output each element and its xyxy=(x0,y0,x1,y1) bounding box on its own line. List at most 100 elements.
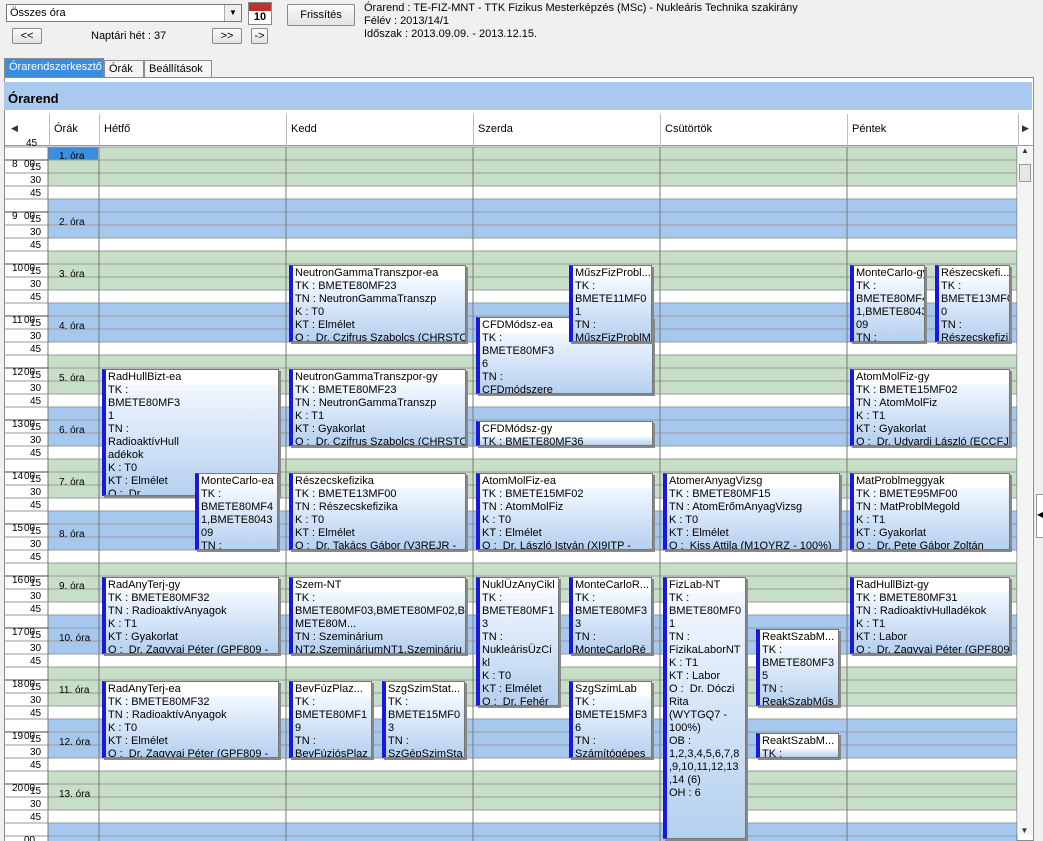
tab-orak[interactable]: Órák xyxy=(104,60,144,77)
event-line: TN : xyxy=(669,631,690,643)
scroll-right-icon[interactable]: ▶ xyxy=(1018,114,1033,146)
scroll-left-icon[interactable]: ◀ xyxy=(11,123,18,133)
scroll-down-icon[interactable]: ▼ xyxy=(1020,826,1029,835)
minute-label-1-1: 15 xyxy=(30,214,42,225)
hour-label-8: 16 xyxy=(12,575,24,586)
event-line: TK : BMETE15MF02 xyxy=(482,488,584,500)
current-period-line xyxy=(48,158,98,159)
prev-week-button[interactable]: << xyxy=(12,28,42,44)
hour-minute-label-9: 00 xyxy=(24,627,36,638)
week-label: Naptári hét : 37 xyxy=(91,30,167,42)
event-line: BMETE80MF4 xyxy=(201,501,274,513)
period-label-9: 10. óra xyxy=(59,633,91,644)
minute-label-0-2: 30 xyxy=(30,175,42,186)
chevron-down-icon[interactable]: ▼ xyxy=(224,5,241,21)
event-line: TK : xyxy=(941,280,962,292)
event-line: KT : Labor xyxy=(856,631,908,643)
hour-minute-label-8: 00 xyxy=(24,575,36,586)
event-line: TK : xyxy=(201,488,222,500)
event-line: O : Dr. xyxy=(108,488,143,496)
hour-minute-label-10: 00 xyxy=(24,679,36,690)
event-title: AtomMolFiz-gy xyxy=(856,371,930,383)
minute-label-2-3: 45 xyxy=(30,292,42,303)
hour-minute-label-5: 00 xyxy=(24,419,36,430)
hour-minute-label-6: 00 xyxy=(24,471,36,482)
calendar-icon[interactable]: 10 xyxy=(248,2,272,25)
minute-label-1-3: 45 xyxy=(30,240,42,251)
hour-label-2: 10 xyxy=(12,263,24,274)
event-line: K : T1 xyxy=(669,657,699,669)
minute-label-9-3: 45 xyxy=(30,656,42,667)
tab-orarendszerkeszto[interactable]: Órarendszerkesztő xyxy=(4,58,104,77)
minute-label-4-3: 45 xyxy=(30,396,42,407)
event-title: Részecskefi... xyxy=(941,267,1010,279)
event-line: 3 xyxy=(482,618,489,630)
period-label-12: 13. óra xyxy=(59,789,91,800)
minute-label-8-2: 30 xyxy=(30,591,42,602)
minute-label-6-1: 15 xyxy=(30,474,42,485)
vertical-scrollbar[interactable]: ▲ ▼ xyxy=(1017,146,1032,835)
filter-combo[interactable]: Összes óra ▼ xyxy=(6,4,242,22)
minute-label-10-1: 15 xyxy=(30,682,42,693)
next-week-button[interactable]: >> xyxy=(212,28,242,44)
event-line: TK : xyxy=(762,748,783,759)
minute-label-5-3: 45 xyxy=(30,448,42,459)
refresh-button[interactable]: Frissítés xyxy=(287,4,355,26)
event-line: 1,2,3,4,5,6,7,8 xyxy=(669,748,740,760)
hour-label-1: 9 xyxy=(12,211,18,222)
jump-week-button[interactable]: -> xyxy=(251,28,268,44)
header-day-3: Csütörtök xyxy=(660,114,847,146)
event-title: RadAnyTerj-ea xyxy=(108,683,181,695)
period-label-6: 7. óra xyxy=(59,477,85,488)
event-title: FizLab-NT xyxy=(669,579,721,591)
event-line: O : Dr. Zagyvai Péter (GPF809 - xyxy=(108,748,269,759)
hour-label-5: 13 xyxy=(12,419,24,430)
event-title: CFDMódsz-gy xyxy=(482,423,553,435)
event-line: O : Dr. Czifrus Szabolcs (CHRSTQ xyxy=(295,436,466,447)
event-line: BMETE80MF0 xyxy=(669,605,742,617)
period-band-0 xyxy=(48,147,1017,186)
scroll-up-icon[interactable]: ▲ xyxy=(1021,146,1029,155)
minute-label-2-2: 30 xyxy=(30,279,42,290)
tab-beallitasok[interactable]: Beállítások xyxy=(144,60,212,77)
event-line: TN : Szeminárium xyxy=(295,631,384,643)
minute-label-6-2: 30 xyxy=(30,487,42,498)
current-period-highlight xyxy=(48,147,98,160)
event-card[interactable]: ReaktSzabM...TK : xyxy=(756,733,839,759)
event-line: BMETE80MF1 xyxy=(482,605,555,617)
event-line: TN : AtomErőmAnyagVizsg xyxy=(669,501,803,513)
hour-label-3: 11 xyxy=(12,315,23,326)
event-line: TK : BMETE80MF15 xyxy=(669,488,771,500)
collapse-side-handle[interactable]: ◀ xyxy=(1036,494,1043,538)
period-gap-1 xyxy=(48,238,1017,251)
period-info: Időszak : 2013.09.09. - 2013.12.15. xyxy=(364,28,538,40)
event-title: RadHullBizt-gy xyxy=(856,579,929,591)
scrollbar-thumb[interactable] xyxy=(1019,164,1031,182)
